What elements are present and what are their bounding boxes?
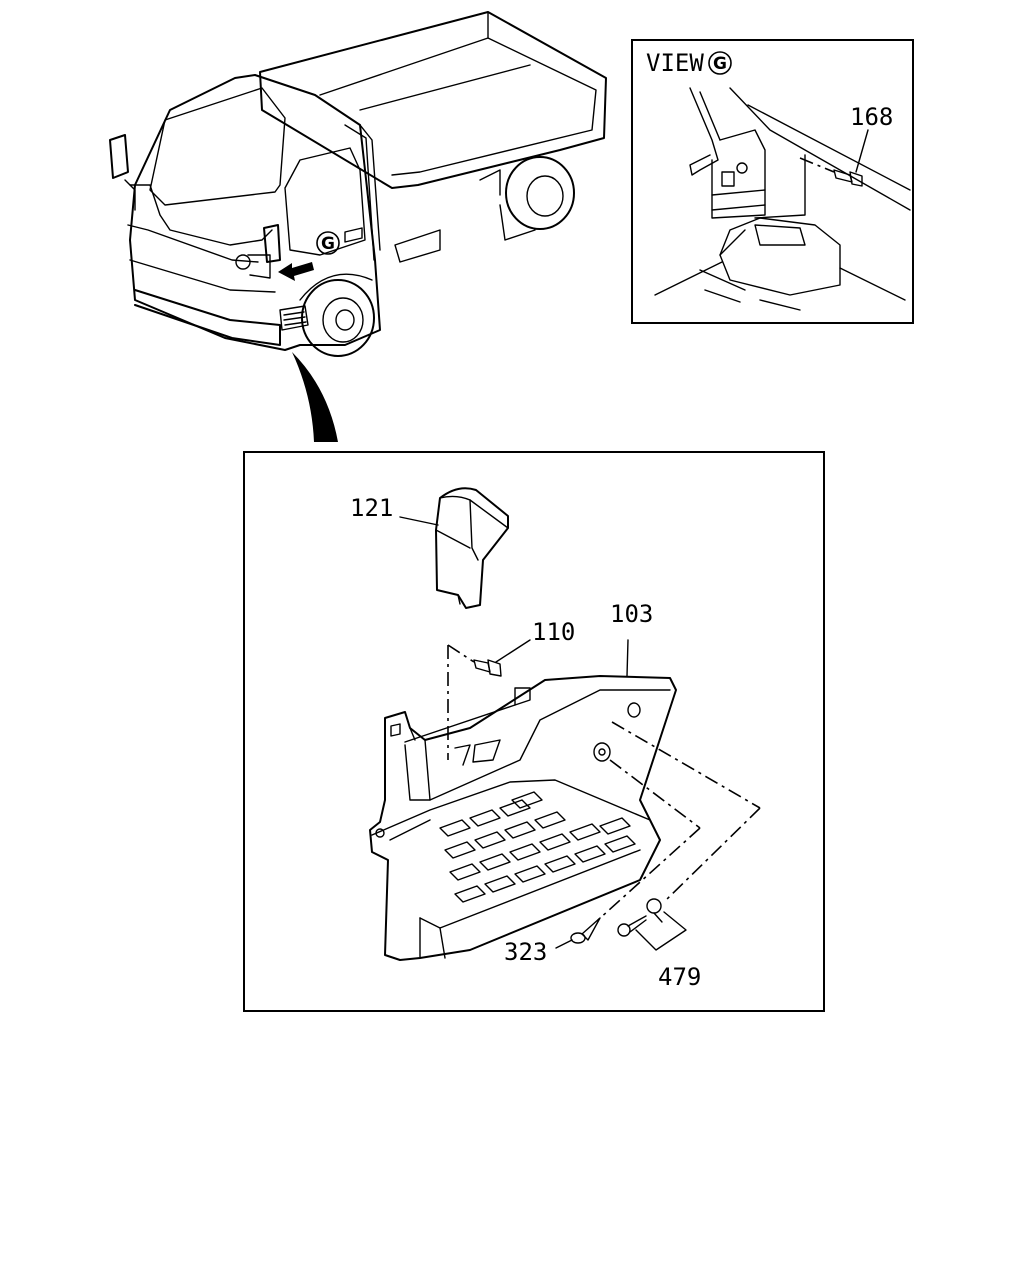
view-letter-circle — [708, 51, 732, 75]
callout-110: 110 — [532, 618, 575, 646]
view-direction-arrow — [278, 262, 314, 281]
svg-text:G: G — [321, 234, 335, 254]
callout-479: 479 — [658, 963, 701, 991]
screw-323-icon — [570, 917, 601, 944]
truck-view-marker: G — [316, 231, 340, 255]
step-assembly-panel: 121 110 — [243, 451, 825, 1012]
callout-121: 121 — [350, 494, 393, 522]
callout-168: 168 — [850, 103, 893, 131]
part-103-step — [369, 675, 677, 961]
part-121-cover — [435, 487, 509, 609]
bolt-110-icon — [473, 659, 502, 677]
bolt-168-icon — [833, 169, 863, 187]
view-g-panel: VIEW G 168 — [631, 39, 914, 324]
callout-323: 323 — [504, 938, 547, 966]
view-letter: G — [713, 54, 727, 74]
view-title: VIEW — [646, 49, 704, 77]
detail-pointer-arrow — [292, 352, 338, 442]
clip-479-icon — [617, 898, 663, 937]
truck-overview: G — [109, 11, 607, 442]
callout-103: 103 — [610, 600, 653, 628]
